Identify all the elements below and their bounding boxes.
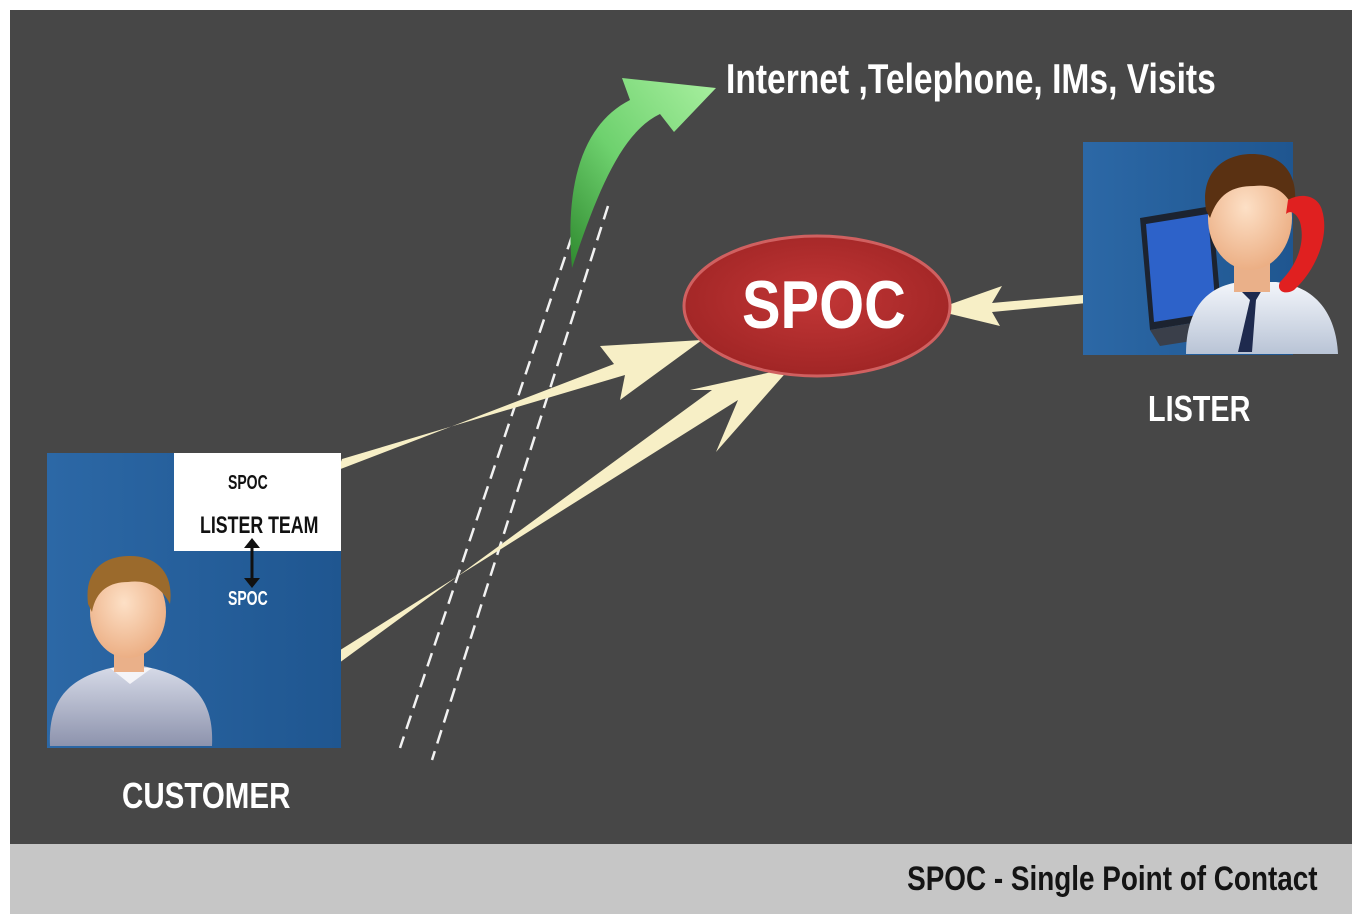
- lister-tile: [1083, 142, 1338, 355]
- spoc-node-label: SPOC: [742, 267, 906, 343]
- channels-label: Internet ,Telephone, IMs, Visits: [726, 55, 1216, 102]
- footer-bar: SPOC - Single Point of Contact: [10, 844, 1352, 914]
- double-headed-arrow-icon: [244, 538, 260, 588]
- customer-person-icon: [49, 556, 213, 746]
- customer-tile: [47, 453, 341, 748]
- customer-info-card: [174, 453, 341, 551]
- customer-label: CUSTOMER: [122, 775, 291, 816]
- footer-caption: SPOC - Single Point of Contact: [907, 860, 1318, 898]
- lister-label: LISTER: [1148, 388, 1251, 429]
- spoc-ellipse: [682, 234, 952, 378]
- green-curved-arrow: [570, 78, 716, 268]
- lister-person-with-laptop-and-phone-icon: [1140, 154, 1338, 354]
- card-spoc-bottom-label: SPOC: [228, 588, 268, 610]
- card-spoc-top-label: SPOC: [228, 472, 268, 494]
- card-lister-team-label: LISTER TEAM: [200, 512, 319, 539]
- customer-to-spoc-arrows: [318, 340, 790, 674]
- channel-dashed-lines: [398, 205, 610, 761]
